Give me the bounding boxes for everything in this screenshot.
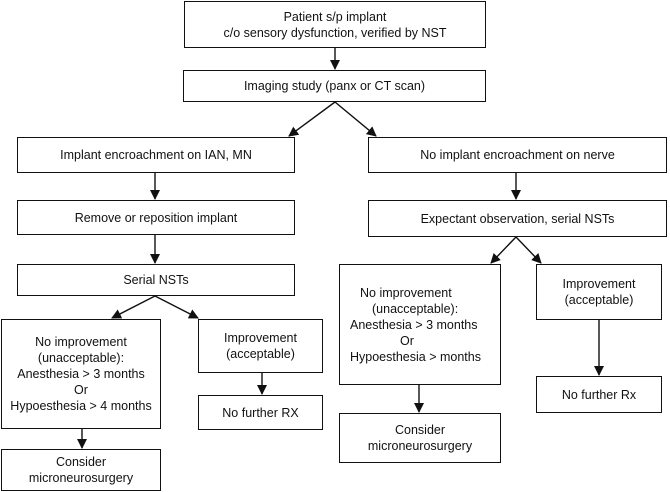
right-no-improvement-line-5: Hypoesthesia > months <box>350 349 481 364</box>
arrow-expectant-to-right-noimp <box>490 236 517 264</box>
no-encroachment-line-1: No implant encroachment on nerve <box>420 148 615 162</box>
serial-nsts-box: Serial NSTs <box>17 264 295 296</box>
arrow-imaging-to-encroach <box>288 101 336 137</box>
imaging-line-1: Imaging study (panx or CT scan) <box>243 79 426 93</box>
right-no-improvement-line-3: Anesthesia > 3 months <box>350 317 478 332</box>
right-improvement-line-2: (acceptable) <box>564 293 634 307</box>
left-no-improvement-line-2: (unacceptable): <box>37 351 125 365</box>
right-consider-line-2: microneurosurgery <box>367 439 473 453</box>
arrow-serial-to-left-imp <box>154 295 199 319</box>
left-improvement-line-1: Improvement <box>224 331 297 345</box>
left-no-improvement-line-4: Or <box>74 383 88 397</box>
expectant-observation-line-1: Expectant observation, serial NSTs <box>420 211 615 226</box>
no-encroachment-box: No implant encroachment on nerve <box>368 137 667 173</box>
right-no-improvement-box: No improvement (unacceptable): Anesthesi… <box>339 264 501 385</box>
right-consider-microneurosurgery-box: Consider microneurosurgery <box>339 413 501 463</box>
imaging-box: Imaging study (panx or CT scan) <box>183 70 486 102</box>
arrow-imaging-to-no-encroach <box>334 101 377 137</box>
left-no-further-rx-box: No further RX <box>198 395 323 430</box>
left-consider-line-1: Consider <box>55 455 107 469</box>
patient-line-1: Patient s/p implant <box>283 9 387 24</box>
encroachment-box: Implant encroachment on IAN, MN <box>17 137 295 173</box>
right-no-further-rx-box: No further Rx <box>536 376 662 413</box>
patient-box: Patient s/p implant c/o sensory dysfunct… <box>184 1 486 48</box>
remove-reposition-line-1: Remove or reposition implant <box>74 210 238 225</box>
right-no-improvement-line-4: Or <box>400 333 414 348</box>
right-no-further-rx-line-1: No further Rx <box>561 387 637 402</box>
left-improvement-box: Improvement (acceptable) <box>198 319 323 373</box>
left-no-improvement-line-3: Anesthesia > 3 months <box>17 367 145 381</box>
right-consider-line-1: Consider <box>394 423 446 437</box>
remove-reposition-box: Remove or reposition implant <box>17 200 295 235</box>
left-consider-line-2: microneurosurgery <box>28 471 134 485</box>
left-no-further-rx-line-1: No further RX <box>222 405 299 420</box>
left-improvement-line-2: (acceptable) <box>226 347 295 361</box>
left-no-improvement-line-1: No improvement <box>35 335 127 349</box>
left-no-improvement-line-5: Hypoesthesia > 4 months <box>10 399 152 413</box>
arrow-expectant-to-right-imp <box>515 236 542 264</box>
right-no-improvement-line-1: No improvement <box>360 285 452 300</box>
encroachment-line-1: Implant encroachment on IAN, MN <box>60 148 252 162</box>
left-consider-microneurosurgery-box: Consider microneurosurgery <box>1 449 161 491</box>
expectant-observation-box: Expectant observation, serial NSTs <box>368 200 667 237</box>
serial-nsts-line-1: Serial NSTs <box>123 273 189 287</box>
left-no-improvement-box: No improvement (unacceptable): Anesthesi… <box>1 319 161 429</box>
patient-line-2: c/o sensory dysfunction, verified by NST <box>223 25 447 40</box>
right-improvement-line-1: Improvement <box>562 277 636 291</box>
right-no-improvement-line-2: (unacceptable): <box>372 301 459 316</box>
arrow-serial-to-left-noimp <box>111 295 156 319</box>
right-improvement-box: Improvement (acceptable) <box>536 264 662 320</box>
